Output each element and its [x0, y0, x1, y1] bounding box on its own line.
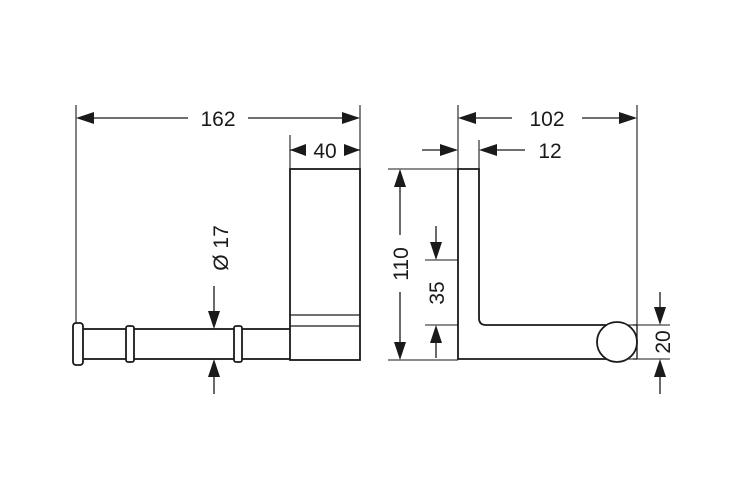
bracket-front	[289, 168, 361, 361]
arrow-up	[208, 359, 220, 377]
arrow-right	[440, 144, 458, 156]
arrow-down	[654, 307, 666, 325]
dim-label-rod-diameter: Ø 17	[210, 225, 233, 271]
dim-label-rod-height: 20	[652, 330, 675, 353]
dim-label-height: 110	[390, 247, 413, 280]
arrow-left	[479, 144, 497, 156]
rod-ring-2	[233, 325, 243, 363]
side-view: 102 12 110 35	[388, 105, 675, 394]
arrow-up	[654, 359, 666, 377]
bracket-profile	[457, 168, 615, 360]
dimension-35: 35	[426, 226, 449, 358]
rod-cross-section	[596, 321, 638, 363]
arrow-right	[344, 144, 360, 156]
dim-label-overall-width: 162	[200, 108, 235, 131]
dimension-102: 102	[458, 108, 637, 131]
dimension-12: 12	[422, 140, 562, 163]
arrow-down	[430, 242, 442, 260]
dim-label-overall-depth: 102	[529, 108, 564, 131]
arrow-up	[430, 325, 442, 343]
front-view: 162 40 Ø 17	[72, 105, 361, 394]
dimension-110: 110	[390, 169, 413, 360]
arrow-right	[619, 112, 637, 124]
bracket-body	[289, 168, 361, 361]
dim-label-bracket-width: 40	[313, 140, 336, 163]
arrow-left	[458, 112, 476, 124]
dim-label-arm-height: 35	[426, 281, 449, 304]
arrow-down	[394, 342, 406, 360]
dimension-diameter-17: Ø 17	[208, 225, 233, 394]
dimension-162: 162	[76, 108, 360, 131]
arrow-left	[76, 112, 94, 124]
arrow-up	[394, 169, 406, 187]
arrow-down	[208, 311, 220, 329]
arrow-right	[342, 112, 360, 124]
rod-body	[81, 328, 293, 360]
dim-label-plate-thickness: 12	[538, 140, 561, 163]
rod	[72, 322, 293, 366]
arrow-left	[290, 144, 306, 156]
rod-end-cap	[72, 322, 84, 366]
rod-ring-1	[125, 325, 135, 363]
dimension-20: 20	[652, 292, 675, 394]
dimension-40: 40	[290, 140, 360, 163]
